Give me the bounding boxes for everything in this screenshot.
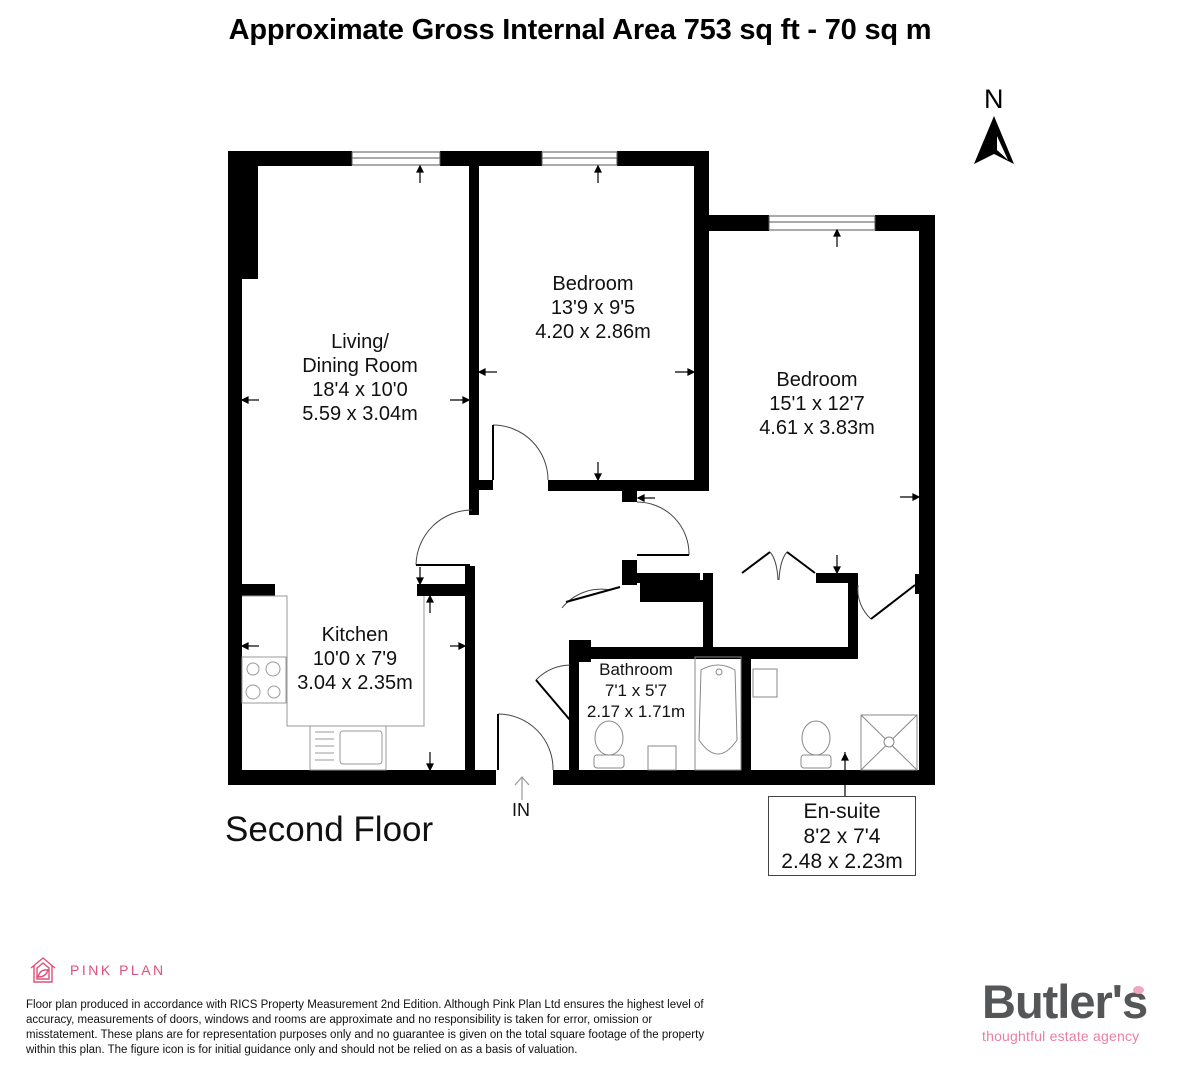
dimension-arrows [240,164,921,796]
room-bathroom: Bathroom 7'1 x 5'7 2.17 x 1.71m [586,660,686,721]
north-arrow-icon [974,116,1014,164]
disclaimer-text: Floor plan produced in accordance with R… [26,999,705,1056]
windows [351,151,876,231]
room-ensuite-label: En-suite 8'2 x 7'4 2.48 x 2.23m [768,796,916,876]
north-compass: N [968,84,1024,170]
kitchen-units [241,595,425,771]
area-title: Approximate Gross Internal Area 753 sq f… [228,14,932,46]
walls [228,151,935,785]
room-bedroom-1: Bedroom 13'9 x 9'5 4.20 x 2.86m [535,273,651,343]
room-bedroom-2: Bedroom 15'1 x 12'7 4.61 x 3.83m [759,369,875,439]
pink-plan-logo: PINK PLAN [28,955,166,985]
floor-name: Second Floor [225,810,434,849]
room-living-dining: Living/ Dining Room 18'4 x 10'0 5.59 x 3… [302,331,418,425]
pink-plan-text: PINK PLAN [70,962,166,978]
butlers-wordmark: Butler's [982,975,1148,1028]
logo-accent-dot-icon [1133,986,1144,994]
house-logo-icon [30,957,56,983]
floor-plan [228,151,935,800]
entrance-label: IN [512,800,530,820]
doors [415,424,916,771]
butlers-logo: Butler's thoughtful estate agency [982,975,1162,1045]
butlers-tagline: thoughtful estate agency [982,1028,1140,1044]
north-label: N [984,84,1004,114]
entrance-arrow-icon [514,776,530,800]
room-kitchen: Kitchen 10'0 x 7'9 3.04 x 2.35m [297,624,413,694]
bathroom-fixtures [593,656,918,771]
